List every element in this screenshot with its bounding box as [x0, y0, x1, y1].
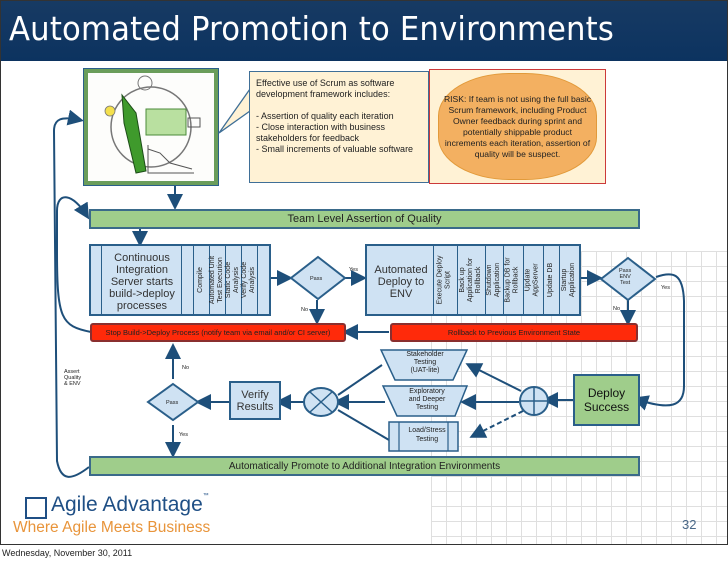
- ci-process-title: Continuous Integration Server starts bui…: [109, 252, 175, 312]
- arrow-stop-loop: [56, 196, 92, 333]
- split-node: [519, 386, 549, 416]
- step-static-analysis: Static Code Analysis: [225, 261, 240, 299]
- callout-pointer: [218, 89, 251, 134]
- deploy-success-box: Deploy Success: [573, 374, 640, 426]
- arrow-split-to-load: [469, 410, 524, 438]
- scrum-note: Effective use of Scrum as software devel…: [249, 71, 429, 183]
- decision-pass-1-label: Pass: [310, 276, 323, 282]
- decision-pass-2-label: Pass: [166, 400, 179, 406]
- step-startup: Startup Application: [561, 262, 576, 298]
- verify-results-box: Verify Results: [229, 381, 281, 420]
- step-backup-db: Backup DB for Rollback: [505, 257, 521, 303]
- deploy-process-box: Automated Deploy to ENV Execute Deploy S…: [365, 244, 581, 316]
- exploratory-testing-label: Exploratory and Deeper Testing: [408, 388, 446, 411]
- step-update-appserver: Update AppServer: [525, 263, 541, 297]
- no-label-1: No: [301, 307, 309, 313]
- deploy-success-label: Deploy Success: [583, 386, 630, 414]
- yes-label-2: Yes: [179, 432, 188, 438]
- logo-name: Agile Advantage: [51, 493, 203, 516]
- risk-oval: RISK: If team is not using the full basi…: [438, 73, 597, 180]
- arrow-split-to-uat: [465, 363, 522, 392]
- slide-date: Wednesday, November 30, 2011: [2, 548, 133, 558]
- line-uat-to-join: [337, 364, 383, 396]
- line-load-to-join: [337, 409, 390, 441]
- slide-title: Automated Promotion to Environments: [9, 9, 615, 48]
- trademark: ™: [202, 493, 209, 499]
- risk-note: RISK: If team is not using the full basi…: [429, 69, 606, 184]
- step-shutdown: Shutdown Application: [486, 262, 501, 298]
- uat-testing-label: Stakeholder Testing (UAT-lite): [406, 351, 444, 374]
- assert-quality-label: Assert Quality & ENV: [64, 369, 82, 387]
- connectors: [52, 109, 685, 478]
- yes-label-1: Yes: [349, 267, 358, 273]
- arrow-promote-loop: [52, 109, 90, 478]
- decision-env-test: [599, 256, 657, 302]
- logo-square-icon: [25, 497, 47, 519]
- slide: Automated Promotion to Environments: [0, 0, 728, 545]
- step-unit-tests: Automated Unit Test Execution: [209, 255, 224, 305]
- load-testing-shape: [388, 421, 459, 452]
- step-compile: Compile: [197, 267, 204, 293]
- yes-label-env: Yes: [661, 285, 670, 291]
- scrum-cycle-icon: [104, 75, 201, 174]
- decision-pass-1: [289, 255, 347, 301]
- step-execute-deploy: Execute Deploy Script: [437, 255, 452, 305]
- step-verify-analysis: Verify Code Analysis: [241, 261, 256, 299]
- decision-pass-2: [146, 382, 200, 422]
- deploy-process-title: Automated Deploy to ENV: [374, 264, 428, 300]
- test-shapes: [379, 349, 469, 452]
- arrow-env-yes: [632, 273, 685, 411]
- no-label-2: No: [182, 365, 190, 371]
- title-bar: Automated Promotion to Environments: [1, 1, 727, 61]
- join-node: [303, 387, 339, 417]
- logo-tagline: Where Agile Meets Business: [13, 519, 211, 536]
- stop-build-bar: Stop Build->Deploy Process (notify team …: [90, 323, 346, 342]
- promote-bar: Automatically Promote to Additional Inte…: [89, 456, 640, 476]
- uat-testing-shape: [379, 349, 469, 381]
- step-update-db: Update DB: [547, 262, 554, 298]
- page-number: 32: [682, 517, 697, 532]
- step-backup-app: Back up Application for Rollback: [459, 257, 483, 303]
- rollback-bar: Rollback to Previous Environment State: [390, 323, 638, 342]
- no-label-env: No: [613, 306, 621, 312]
- load-testing-label: Load/Stress Testing: [408, 427, 446, 443]
- team-assertion-bar: Team Level Assertion of Quality: [89, 209, 640, 229]
- ci-process-box: Continuous Integration Server starts bui…: [89, 244, 271, 316]
- decision-env-label: Pass ENV Test: [619, 268, 632, 286]
- exploratory-testing-shape: [381, 385, 469, 417]
- scrum-framework-image: [83, 68, 219, 186]
- verify-results-label: Verify Results: [236, 388, 274, 413]
